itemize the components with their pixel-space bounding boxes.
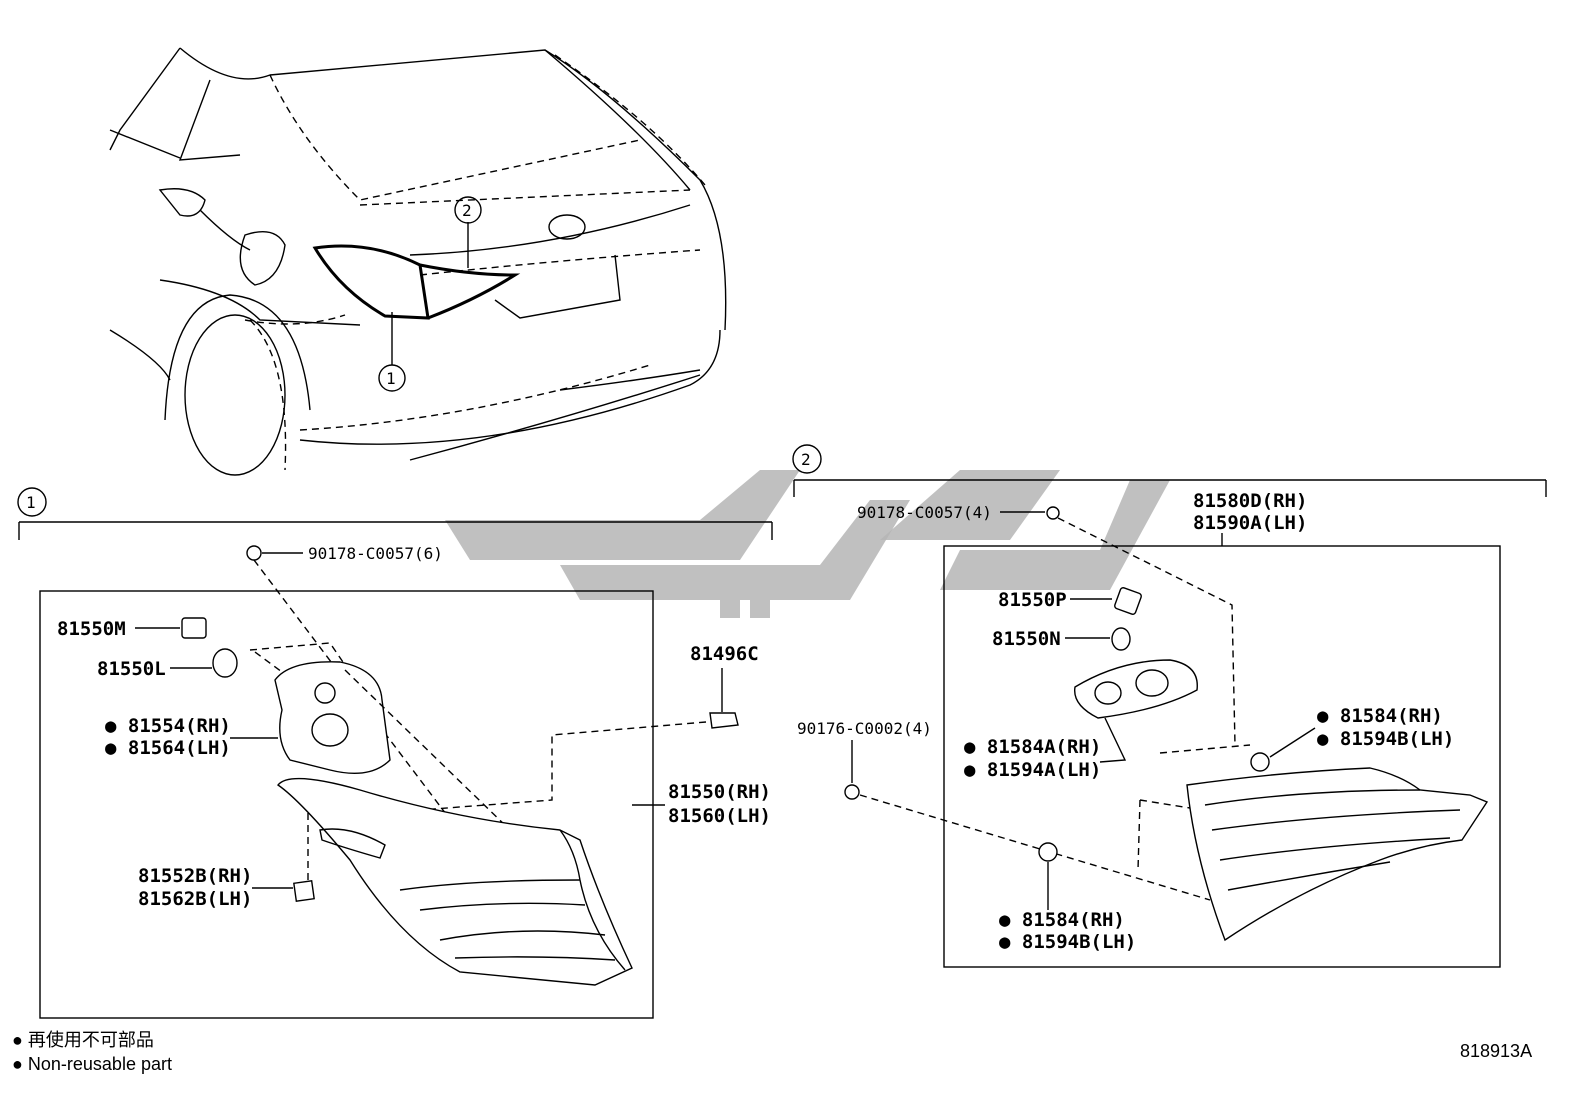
tail-lamp-body-icon: [276, 777, 633, 986]
g1-cushion-lh-label: 81562B(LH): [138, 888, 252, 910]
g2-lamp-lh-label: 81590A(LH): [1193, 512, 1307, 534]
g1-socket-label: 81550M: [57, 618, 126, 640]
legend-jp: ● 再使用不可部品: [12, 1030, 154, 1050]
car-callout-2: 2: [462, 201, 472, 220]
legend-en: ● Non-reusable part: [12, 1054, 172, 1074]
g1-gasket-lh-label: ● 81564(LH): [105, 737, 231, 759]
g2-nut-label: 90178-C0057(4): [857, 503, 992, 522]
gasket-icon: [1074, 659, 1198, 719]
g2-lamp-rh-label: 81580D(RH): [1193, 490, 1307, 512]
socket-icon: [181, 617, 207, 639]
g2-gasket-lh-label: ● 81594A(LH): [964, 759, 1101, 781]
g1-clip-label: 81496C: [690, 643, 759, 665]
nut-icon: [1046, 506, 1060, 520]
gasket-icon: [274, 661, 391, 775]
watermark-logo: [445, 470, 1170, 618]
g1-bulb-label: 81550L: [97, 658, 166, 680]
cushion-icon: [293, 880, 315, 902]
clip-icon: [709, 712, 739, 729]
nut-icon: [246, 545, 262, 561]
bulb-icon: [1111, 627, 1131, 651]
cushion-icon: [1250, 752, 1270, 772]
g2-cushion-b-lh-label: ● 81594B(LH): [999, 931, 1136, 953]
g1-lamp-rh-label: 81550(RH): [668, 781, 771, 803]
car-callout-1: 1: [386, 369, 396, 388]
g2-cushion-a-rh-label: ● 81584(RH): [1317, 705, 1443, 727]
g1-cushion-rh-label: 81552B(RH): [138, 865, 252, 887]
g1-nut-label: 90178-C0057(6): [308, 544, 443, 563]
g2-cushion-a-lh-label: ● 81594B(LH): [1317, 728, 1454, 750]
group-2-callout: 2: [801, 450, 811, 469]
g2-gasket-rh-label: ● 81584A(RH): [964, 736, 1101, 758]
g2-cushion-b-rh-label: ● 81584(RH): [999, 909, 1125, 931]
screw-icon: [844, 784, 860, 800]
g2-socket-label: 81550P: [998, 589, 1067, 611]
socket-icon: [1114, 587, 1142, 615]
diagram-id: 818913A: [1460, 1041, 1532, 1061]
group-1-callout: 1: [26, 493, 36, 512]
cushion-icon: [1038, 842, 1058, 862]
inner-lamp-body-icon: [1186, 767, 1489, 942]
g1-lamp-lh-label: 81560(LH): [668, 805, 771, 827]
car-rear-illustration: 1 2: [109, 47, 727, 476]
group-2: 2 81580D(RH) 81590A(LH) 90178-C0057(4) 8…: [792, 444, 1547, 968]
g1-gasket-rh-label: ● 81554(RH): [105, 715, 231, 737]
legend: ● 再使用不可部品 ● Non-reusable part: [12, 1030, 172, 1074]
g2-screw-label: 90176-C0002(4): [797, 719, 932, 738]
bulb-icon: [212, 648, 238, 678]
g2-bulb-label: 81550N: [992, 628, 1061, 650]
group-1: 1 90178-C0057(6) 81550M 81550L ● 81554(R…: [17, 487, 773, 1019]
